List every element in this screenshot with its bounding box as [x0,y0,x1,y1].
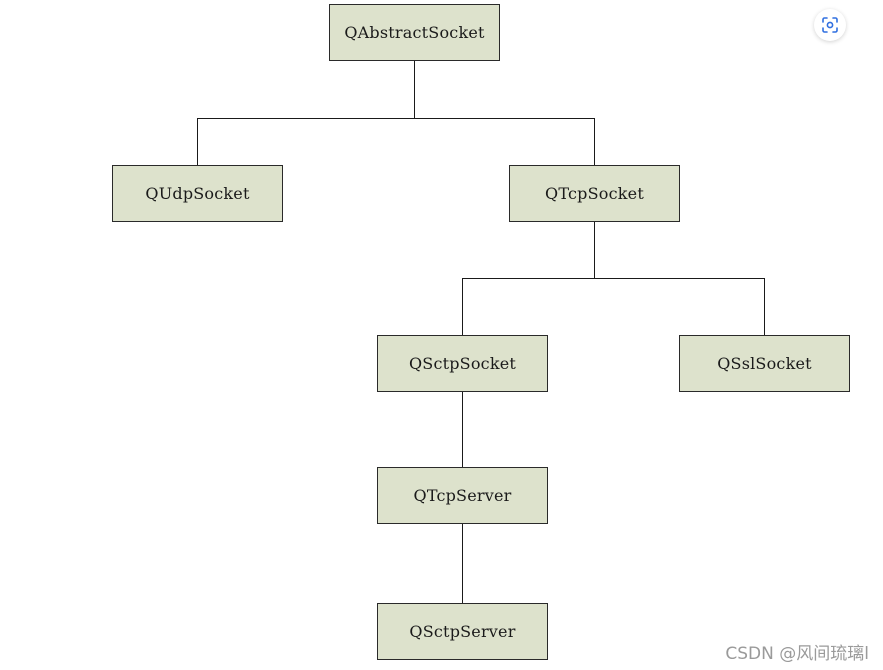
node-qsctpsocket: QSctpSocket [377,335,548,392]
node-qsctpserver: QSctpServer [377,603,548,660]
node-qudpsocket: QUdpSocket [112,165,283,222]
image-scan-button[interactable] [814,9,846,41]
scan-icon [822,17,838,33]
watermark: CSDN @风间琉璃l [725,644,869,664]
node-qtcpserver: QTcpServer [377,467,548,524]
node-qsslsocket: QSslSocket [679,335,850,392]
node-qabstractsocket: QAbstractSocket [329,4,500,61]
node-qtcpsocket: QTcpSocket [509,165,680,222]
